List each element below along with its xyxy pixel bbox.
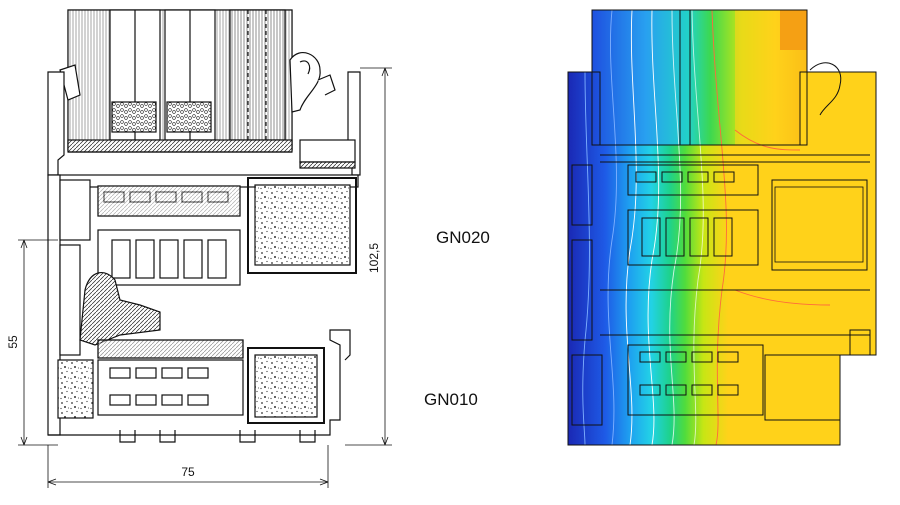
lower-frame-outline: [48, 329, 351, 436]
thermal-profile-outlines: [567, 9, 877, 446]
isotherm-lines: [582, 9, 831, 446]
upper-insulation-core: [254, 184, 351, 266]
glazing-unit: [67, 9, 293, 153]
lower-frame-chamber: [247, 347, 325, 424]
sash-profile: [47, 71, 361, 176]
thermal-lower-chamber: [764, 354, 841, 421]
frame-fixing-lugs: [119, 430, 316, 443]
thermal-upper-chamber: [771, 179, 868, 271]
weather-seal: [79, 272, 161, 346]
lower-insulation-core-right: [254, 354, 318, 418]
lower-insulation-core-left: [57, 359, 94, 419]
glazing-gasket: [59, 52, 336, 113]
outer-frame-chamber: [59, 179, 91, 241]
label-lower-section: GN010: [424, 390, 478, 409]
outer-frame-chamber-lower: [59, 244, 81, 356]
dimension-height-lower: 55: [6, 335, 20, 349]
dimension-height-total: 102,5: [367, 243, 381, 273]
dimension-lines: [18, 67, 392, 488]
label-upper-section: GN020: [436, 228, 490, 247]
dimension-width: 75: [181, 465, 195, 479]
upper-frame-chamber: [247, 177, 357, 274]
thermal-simulation-map: [567, 9, 877, 446]
lower-thermal-break: [97, 339, 244, 416]
technical-section-drawing: [47, 9, 361, 443]
upper-thermal-break: [57, 174, 359, 286]
